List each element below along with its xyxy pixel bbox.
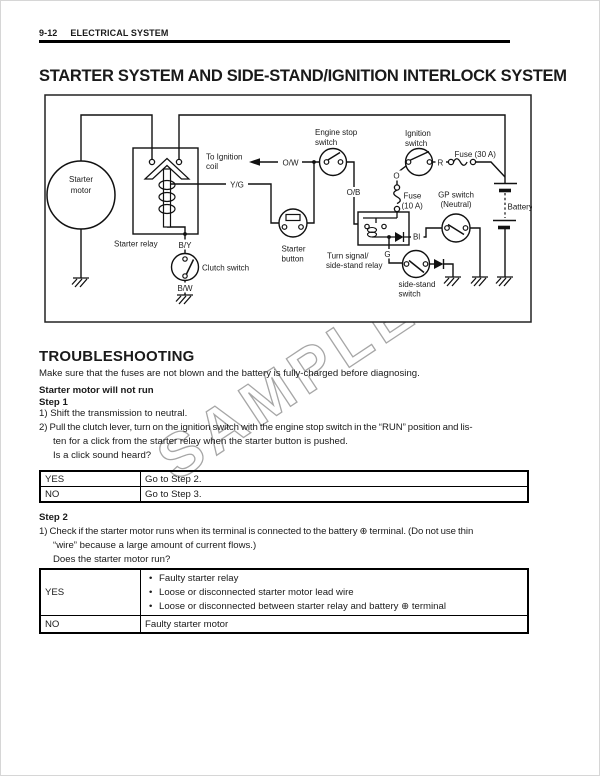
list-item: • Loose or disconnected starter motor le… (149, 586, 523, 600)
table-row: NO Go to Step 3. (41, 486, 527, 502)
svg-text:button: button (282, 255, 304, 264)
cause-text: Faulty starter relay (159, 573, 239, 584)
label-ow: O/W (283, 159, 299, 168)
list-item: • Loose or disconnected between starter … (149, 600, 523, 614)
step2-line1: 1) Check if the starter motor runs when … (39, 526, 474, 537)
starter-motor: Starter motor (46, 160, 116, 230)
page-title: STARTER SYSTEM AND SIDE-STAND/IGNITION I… (39, 67, 567, 85)
svg-text:(Neutral): (Neutral) (440, 200, 471, 209)
list-item: • Faulty starter relay (149, 572, 523, 586)
label-bl: Bl (413, 233, 420, 242)
cause-text: Loose or disconnected between starter re… (159, 600, 446, 612)
engine-stop-switch (318, 147, 348, 177)
label-to-ignition-coil: To Ignition (206, 153, 242, 162)
section-title: ELECTRICAL SYSTEM (70, 28, 169, 38)
answer-cell: NO (41, 616, 141, 632)
label-fuse10: Fuse (404, 192, 422, 201)
step2-title: Step 2 (39, 512, 68, 523)
label-g: G (384, 250, 390, 259)
diagram-border (44, 94, 532, 323)
step1-question: Is a click sound heard? (53, 449, 152, 461)
fuse-10a (393, 184, 401, 213)
svg-text:switch: switch (405, 139, 427, 148)
ground-icon (495, 276, 513, 287)
label-turn-signal-relay: Turn signal/ (327, 252, 369, 261)
circuit-diagram: Starter motor (44, 94, 532, 323)
label-backgrounds (175, 156, 446, 293)
page-header: 9-12 ELECTRICAL SYSTEM (39, 28, 168, 38)
step2-line2: “wire” because a large amount of current… (53, 539, 257, 551)
action-cell: Go to Step 2. (145, 473, 202, 485)
diagram-labels: Starter relay Clutch switch B/Y B/W To I… (114, 128, 532, 299)
battery-symbol (493, 182, 517, 230)
starter-relay (143, 157, 191, 228)
svg-text:motor: motor (71, 186, 92, 195)
label-engine-stop: Engine stop (315, 128, 358, 137)
cause-list: • Faulty starter relay • Loose or discon… (141, 570, 527, 615)
svg-text:side-stand relay: side-stand relay (326, 261, 382, 270)
step1-title: Step 1 (39, 397, 68, 408)
arrow-left-icon (249, 158, 260, 166)
label-clutch-switch: Clutch switch (202, 264, 249, 273)
answer-cell: YES (41, 472, 141, 487)
step1-result-table: YES Go to Step 2. NO Go to Step 3. (39, 470, 529, 504)
label-starter-button: Starter (282, 245, 306, 254)
symptom-heading: Starter motor will not run (39, 385, 154, 396)
cause-text: Loose or disconnected starter motor lead… (159, 586, 354, 598)
step2-result-table: YES • Faulty starter relay • Loose or di… (39, 568, 529, 634)
step1-body: 1) Shift the transmission to neutral. 2)… (39, 407, 473, 463)
action-cell: Go to Step 3. (145, 488, 202, 500)
label-o: O (393, 172, 399, 181)
fuse-30a (447, 158, 477, 166)
clutch-switch (170, 252, 200, 282)
ground-icon (443, 276, 461, 287)
label-yg: Y/G (230, 181, 244, 190)
label-bw: B/W (177, 284, 193, 293)
svg-text:(10 A): (10 A) (402, 202, 424, 211)
bullet-icon: • (149, 586, 153, 598)
bullet-icon: • (149, 600, 153, 612)
answer-cell: NO (41, 487, 141, 502)
label-by: B/Y (179, 241, 193, 250)
svg-text:switch: switch (399, 290, 421, 299)
label-fuse30: Fuse (30 A) (455, 150, 497, 159)
turn-signal-side-stand-relay (363, 213, 409, 242)
table-row: YES Go to Step 2. (41, 472, 527, 487)
bullet-icon: • (149, 573, 153, 584)
svg-text:coil: coil (206, 162, 218, 171)
diode-icon (434, 259, 444, 269)
svg-text:Starter: Starter (69, 175, 93, 184)
table-row: YES • Faulty starter relay • Loose or di… (41, 570, 527, 616)
ground-symbols (71, 276, 513, 305)
step2-body: 1) Check if the starter motor runs when … (39, 525, 473, 567)
table-row: NO Faulty starter motor (41, 615, 527, 632)
troubleshooting-heading: TROUBLESHOOTING (39, 348, 195, 365)
header-rule (39, 40, 510, 43)
ignition-switch (404, 147, 434, 177)
starter-button-switch (278, 208, 308, 238)
label-side-stand-switch: side-stand (399, 280, 436, 289)
troubleshooting-intro: Make sure that the fuses are not blown a… (39, 368, 420, 379)
svg-text:switch: switch (315, 138, 337, 147)
label-starter-relay: Starter relay (114, 240, 158, 249)
label-r: R (438, 159, 444, 168)
step1-line2b: ten for a click from the starter relay w… (53, 435, 348, 447)
label-battery: Battery (508, 203, 533, 212)
answer-cell: YES (41, 570, 141, 616)
ground-icon (71, 277, 89, 288)
cause-cell: Faulty starter motor (145, 618, 229, 630)
side-stand-switch (401, 249, 445, 279)
junction-dots (183, 160, 391, 239)
ground-icon (175, 294, 193, 305)
step2-question: Does the starter motor run? (53, 553, 171, 565)
label-ignition: Ignition (405, 129, 431, 138)
ground-icon (470, 276, 488, 287)
label-gp-switch: GP switch (438, 191, 474, 200)
label-ob: O/B (347, 188, 361, 197)
step1-line2a: 2) Pull the clutch lever, turn on the ig… (39, 421, 473, 433)
page-number: 9-12 (39, 28, 58, 38)
gp-switch (441, 213, 471, 243)
step1-line1: 1) Shift the transmission to neutral. (39, 408, 188, 419)
